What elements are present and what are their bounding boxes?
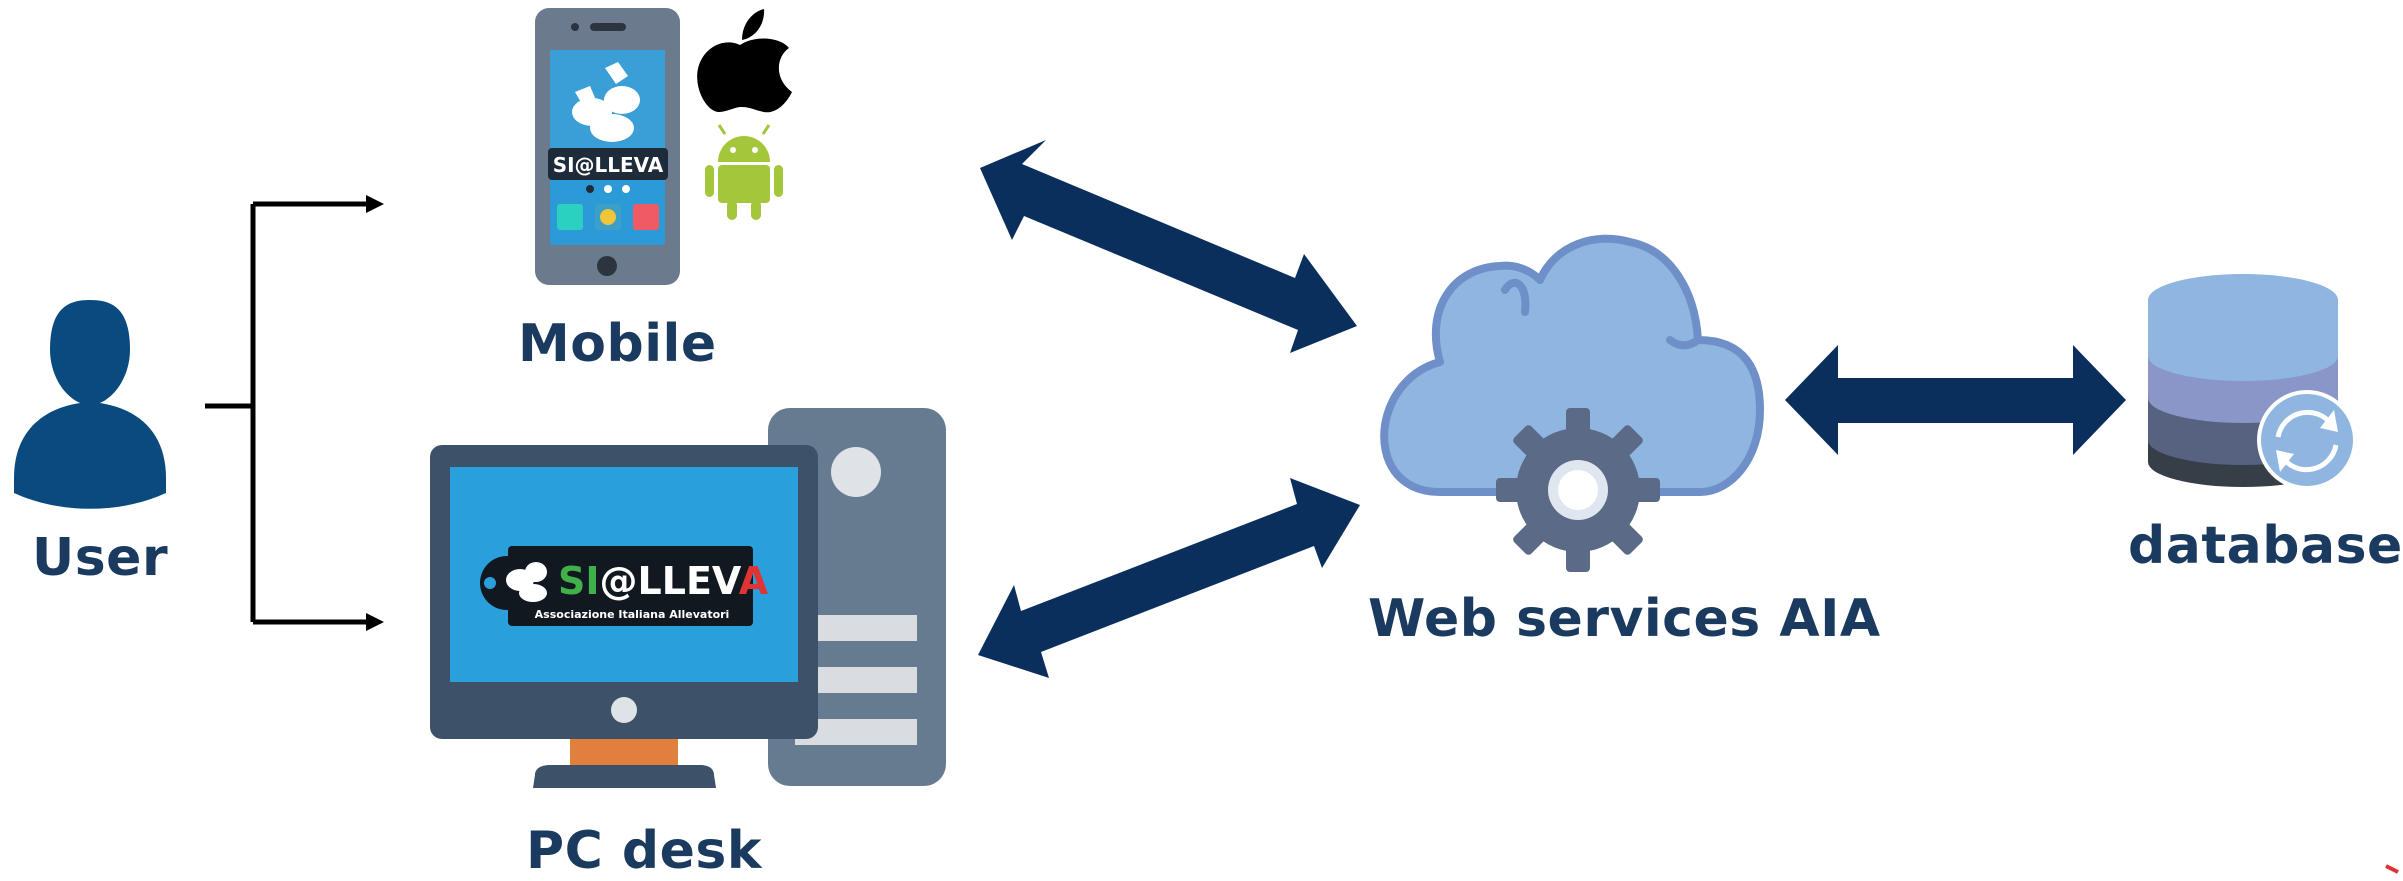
- web-services-label: Web services AIA: [1368, 589, 1881, 649]
- user-label: User: [32, 528, 169, 588]
- logo-tagline: Associazione Italiana Allevatori: [535, 608, 730, 621]
- cloud-gear-icon: [1380, 234, 1764, 572]
- mobile-label: Mobile: [518, 314, 717, 374]
- arrow-pc-web: [978, 478, 1360, 678]
- svg-text:SI@LLEVA: SI@LLEVA: [558, 559, 769, 603]
- user-icon: [14, 300, 166, 509]
- pc-desk-label: PC desk: [526, 821, 762, 881]
- desktop-computer-icon: SI@LLEVA Associazione Italiana Allevator…: [430, 408, 946, 788]
- database-label: database: [2128, 516, 2403, 576]
- corner-mark: [2385, 864, 2399, 874]
- arrow-web-database: [1785, 345, 2126, 455]
- smartphone-icon: SI@LLEVA: [535, 8, 680, 285]
- database-sync-icon: [2148, 274, 2357, 490]
- android-logo-icon: [705, 124, 783, 220]
- svg-text:SI@LLEVA: SI@LLEVA: [553, 153, 664, 177]
- arrow-mobile-web: [980, 140, 1357, 353]
- user-branch-connector: [205, 201, 370, 625]
- apple-logo-icon: [697, 9, 792, 113]
- branch-arrowheads: [366, 195, 384, 631]
